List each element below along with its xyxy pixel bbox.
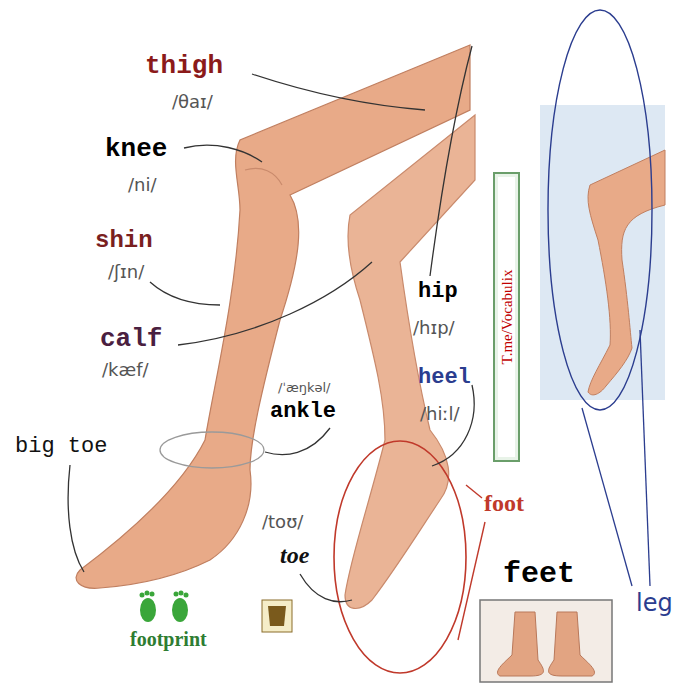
part-name: feet <box>503 558 575 591</box>
pronunciation: /kæf/ <box>102 360 149 380</box>
feet-photo <box>480 600 612 682</box>
inset-photo <box>540 105 665 400</box>
part-name: big toe <box>15 435 107 459</box>
leg-ring <box>548 10 652 410</box>
part-name: foot <box>484 490 524 516</box>
watermark-text: T.me/Vocabulix <box>498 270 515 365</box>
watermark-banner: T.me/Vocabulix <box>493 172 520 462</box>
part-name: calf <box>100 325 162 354</box>
front-leg <box>76 45 470 588</box>
logo <box>262 600 292 632</box>
feet-figure <box>497 612 594 676</box>
ankle-ring <box>160 432 264 468</box>
part-name: thigh <box>145 52 223 81</box>
part-name: knee <box>105 135 167 164</box>
part-name: leg <box>636 590 673 616</box>
pronunciation: /ˈæŋkəl/ <box>278 381 330 395</box>
knee-crease <box>245 168 282 185</box>
icon-caption: footprint <box>130 628 207 650</box>
pronunciation: /hiːl/ <box>420 404 460 424</box>
pronunciation: /hɪp/ <box>413 318 455 338</box>
footprint-icon <box>140 591 189 623</box>
pronunciation: /ni/ <box>128 175 157 195</box>
pronunciation: /ʃɪn/ <box>108 262 144 282</box>
back-leg <box>345 115 475 608</box>
pronunciation: /toʊ/ <box>262 512 303 532</box>
pronunciation: /θaɪ/ <box>172 92 213 112</box>
logo-mark <box>268 606 286 626</box>
leg-leaders <box>582 330 650 586</box>
leader-lines <box>68 46 474 602</box>
part-name: toe <box>280 542 309 568</box>
part-name: ankle <box>270 400 336 424</box>
part-name: heel <box>418 366 471 390</box>
part-name: hip <box>418 280 458 304</box>
inset-leg <box>588 150 665 395</box>
foot-ring <box>334 441 466 673</box>
part-name: shin <box>95 228 153 254</box>
